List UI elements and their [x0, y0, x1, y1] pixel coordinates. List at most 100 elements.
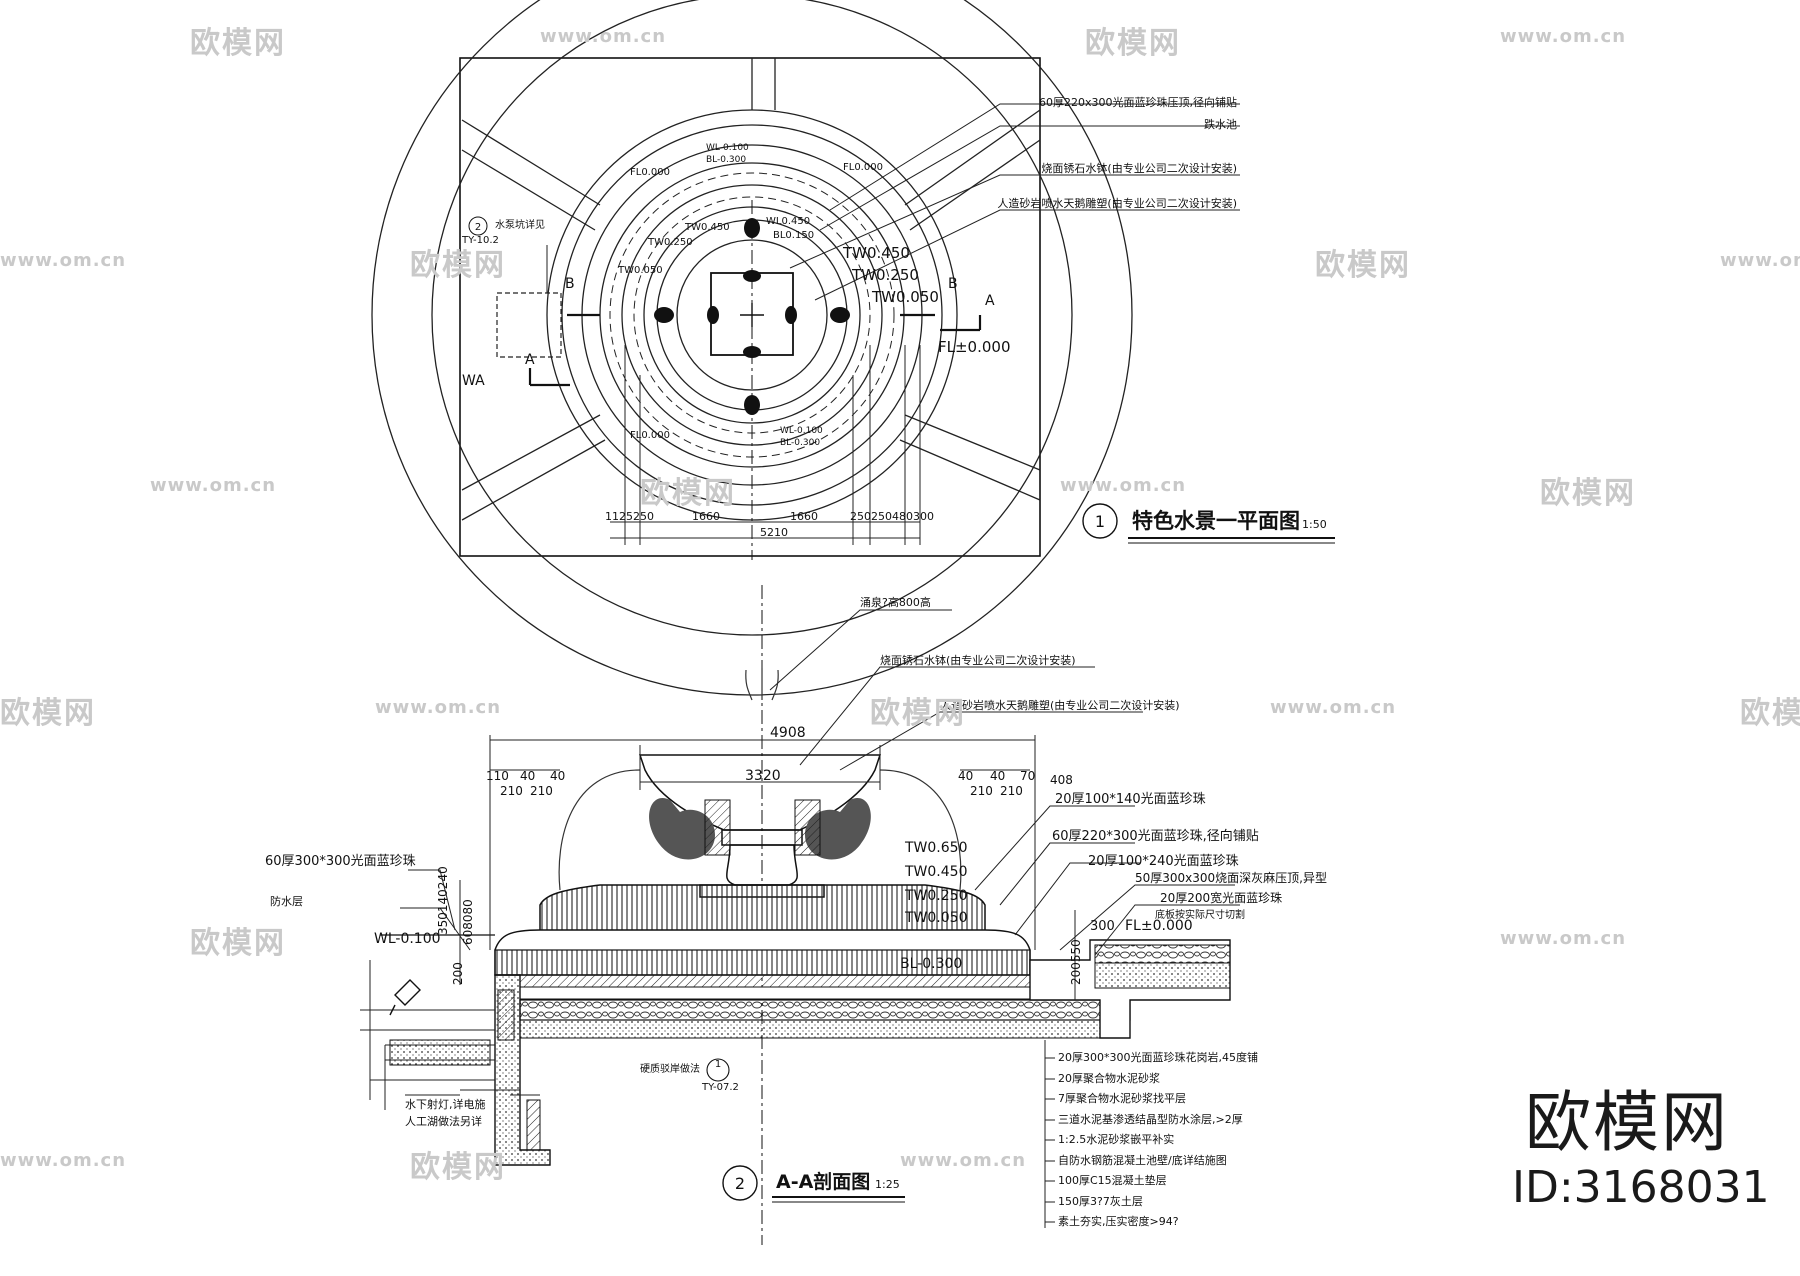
plan-dim-4: 250250480300: [850, 510, 934, 523]
light-note-1: 水下射灯,详电施: [405, 1097, 486, 1111]
plan-note-3: 烧面锈石水钵(由专业公司二次设计安装): [1041, 161, 1237, 175]
swan-sculptures: [649, 798, 871, 860]
layer-2: 20厚聚合物水泥砂浆: [1058, 1071, 1160, 1085]
plan-note-1: 60厚220x300光面蓝珍珠压顶,径向铺贴: [1039, 95, 1237, 109]
watermark-url: www.om.cn: [1270, 697, 1397, 718]
dim-left-a: 110: [486, 769, 509, 783]
corner-logo: 欧模网 ID:3168031: [1512, 1085, 1770, 1215]
layer-6: 自防水钢筋混凝土池壁/底详结施图: [1058, 1153, 1227, 1167]
dim-right-f: 210: [1000, 784, 1023, 798]
plan-level-tw050: TW0.050: [871, 288, 939, 306]
dim-right-e: 210: [970, 784, 993, 798]
section-top-note-1: 涌泉?高800高: [860, 595, 931, 609]
watermark-brand: 欧模网: [1085, 26, 1181, 61]
section-texts: 涌泉?高800高 烧面锈石水钵(由专业公司二次设计安装) 人造砂岩喷水天鹅雕塑(…: [265, 595, 1327, 1228]
watermark-brand: 欧模网: [190, 26, 286, 61]
label-wa: WA: [462, 373, 485, 389]
section-title-num: 2: [735, 1174, 745, 1193]
plan-level-tw450: TW0.450: [842, 244, 910, 262]
dim-right-vert: 200550: [1069, 939, 1083, 985]
pump-ref-text: 水泵坑详见: [495, 218, 545, 231]
watermark-url: www.om.cn: [0, 1150, 127, 1171]
section-dimension-lines: [459, 735, 1076, 1000]
dim-right-b: 40: [990, 769, 1005, 783]
section-note-r5: 20厚200宽光面蓝珍珠: [1160, 890, 1282, 905]
dim-left-c: 40: [550, 769, 565, 783]
section-note-r6: 底板按实际尺寸切割: [1155, 908, 1245, 921]
dim-left-vert: 350140240: [436, 866, 450, 935]
layer-1: 20厚300*300光面蓝珍珠花岗岩,45度铺: [1058, 1050, 1258, 1064]
watermark-brand: 欧模网: [870, 696, 966, 731]
section-level-tw050: TW0.050: [904, 910, 967, 926]
dim-left-e: 210: [530, 784, 553, 798]
detail-code: TY-07.2: [701, 1082, 739, 1093]
plan-texts: 60厚220x300光面蓝珍珠压顶,径向铺贴 跌水池 烧面锈石水钵(由专业公司二…: [461, 95, 1327, 539]
section-level-wl: WL-0.100: [374, 931, 441, 947]
plan-scale: 1:50: [1302, 518, 1327, 531]
layer-ticks: [1045, 1057, 1055, 1223]
plan-level-fl000-bottom: FL0.000: [630, 430, 670, 441]
plan-frame: [459, 57, 1041, 557]
layer-4: 三道水泥基渗透结晶型防水涂层,>2厚: [1058, 1112, 1243, 1126]
pump-pit: [496, 292, 562, 358]
plan-level-wl-top: WL-0.100: [706, 143, 749, 153]
plan-note-2: 跌水池: [1204, 117, 1237, 131]
section-markers: [528, 313, 982, 387]
section-note-r3: 20厚100*240光面蓝珍珠: [1088, 854, 1239, 869]
dim-left-b: 40: [520, 769, 535, 783]
plan-level-fl000-top: FL0.000: [843, 162, 883, 173]
section-level-tw650: TW0.650: [904, 840, 967, 856]
plan-level-tw250-small: TW0.250: [647, 237, 693, 248]
section-note-r4: 50厚300x300烧面深灰麻压顶,异型: [1135, 870, 1327, 885]
plan-dim-3: 1660: [790, 510, 818, 523]
plan-title-num: 1: [1095, 512, 1105, 531]
light-note-2: 人工湖做法另详: [405, 1114, 482, 1128]
fountain-jet: [558, 668, 962, 891]
dim-right-a: 40: [958, 769, 973, 783]
dim-left-d: 210: [500, 784, 523, 798]
dim-right-c: 70: [1020, 769, 1035, 783]
dim-right-d: 408: [1050, 773, 1073, 787]
dim-overall: 4908: [770, 725, 806, 741]
plan-level-fl000: FL±0.000: [938, 338, 1011, 356]
corner-logo-id: ID:3168031: [1512, 1162, 1770, 1213]
watermark-brand: 欧模网: [410, 248, 506, 283]
plan-level-fl000-left: FL0.000: [630, 167, 670, 178]
plan-dim-total: 5210: [760, 526, 788, 539]
plan-level-tw450-small: TW0.450: [684, 222, 730, 233]
section-note-l2: 防水层: [270, 894, 303, 908]
layer-5: 1:2.5水泥砂浆嵌平补实: [1058, 1132, 1174, 1146]
watermark-brand: 欧模网: [410, 1150, 506, 1185]
section-top-note-2: 烧面锈石水钵(由专业公司二次设计安装): [880, 653, 1076, 667]
plan-level-wl-mid: WL0.450: [766, 216, 810, 227]
plan-note-4: 人造砂岩喷水天鹅雕塑(由专业公司二次设计安装): [997, 196, 1237, 210]
layer-3: 7厚聚合物水泥砂浆找平层: [1058, 1091, 1186, 1105]
watermark-brand: 欧模网: [640, 476, 736, 511]
layer-7: 100厚C15混凝土垫层: [1058, 1173, 1167, 1187]
plan-leaders: [789, 103, 1240, 301]
watermark-url: www.om.cn: [900, 1150, 1027, 1171]
plan-view: [371, 0, 1335, 696]
section-mark-b-right: B: [948, 276, 958, 292]
plan-level-tw050-small: TW0.050: [617, 265, 663, 276]
gravel-layer: [519, 999, 1131, 1021]
watermark-url: www.om.cn: [540, 26, 667, 47]
section-top-note-3: 人造砂岩喷水天鹅雕塑(由专业公司二次设计安装): [940, 698, 1180, 712]
section-level-bl: BL-0.300: [900, 956, 962, 972]
lake-edge: [360, 960, 495, 1110]
pump-ref-num: 2: [475, 222, 481, 233]
plan-radial-strips: [461, 58, 1041, 521]
section-level-tw250: TW0.250: [904, 888, 967, 904]
watermark-brand: 欧模网: [190, 926, 286, 961]
section-note-r1: 20厚100*140光面蓝珍珠: [1055, 792, 1206, 807]
plan-dim-1: 1125250: [605, 510, 654, 523]
watermark-url: www.om.cn: [0, 250, 127, 271]
watermark-url: www.om.cn: [1720, 250, 1800, 271]
section-scale: 1:25: [875, 1178, 900, 1191]
underwater-light-icon: [389, 979, 421, 1016]
section-leaders: [400, 609, 1240, 1228]
dim-left-vert3: 200: [451, 962, 465, 985]
watermark-url: www.om.cn: [375, 697, 502, 718]
plan-level-tw250: TW0.250: [851, 266, 919, 284]
